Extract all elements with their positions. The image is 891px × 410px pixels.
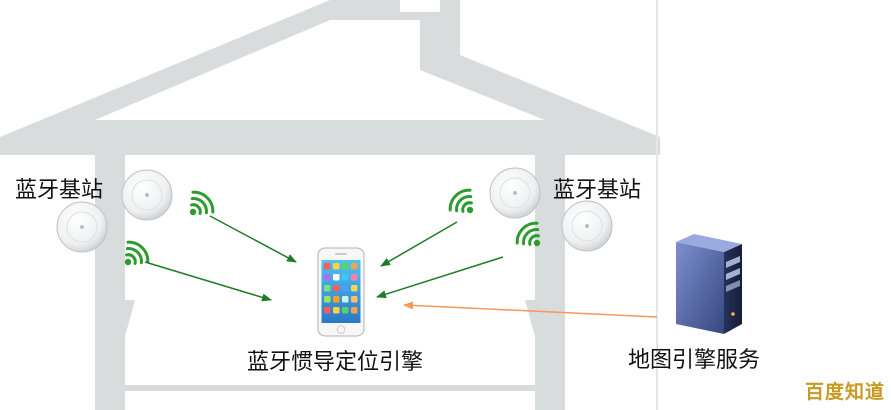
app-tile [342,263,349,270]
app-tile [351,307,358,314]
app-tile [342,274,349,281]
app-tile [342,285,349,292]
bluetooth-beacon-icon [56,201,108,253]
app-tile [351,263,358,270]
app-tile [342,296,349,303]
app-tile [351,296,358,303]
beacon-left-label: 蓝牙基站 [15,178,104,203]
signal-arrow [144,261,272,302]
house-inner [95,20,545,120]
smartphone-icon [317,247,365,337]
signal-arrow [209,215,297,263]
app-tile [333,263,340,270]
signal-arrow [376,256,504,299]
app-tile [351,274,358,281]
app-tile [333,274,340,281]
app-tile [324,263,331,270]
app-tile [324,285,331,292]
app-tile [324,274,331,281]
positioning-engine-label: 蓝牙惯导定位引擎 [247,350,424,375]
bluetooth-beacon-icon [489,167,541,219]
bluetooth-beacon-icon [121,169,173,221]
app-tile [333,307,340,314]
app-tile [342,307,349,314]
wifi-signal-icon [179,186,219,226]
app-tile [333,285,340,292]
app-tile [324,307,331,314]
wifi-signal-icon [444,184,484,224]
map-service-label: 地图引擎服务 [628,348,761,373]
service-arrow [403,301,658,318]
beacon-right-label: 蓝牙基站 [553,178,642,203]
app-tile [351,285,358,292]
app-tile [333,296,340,303]
server-icon [676,234,742,334]
app-tile [324,296,331,303]
bluetooth-beacon-icon [561,200,613,252]
watermark-logo: 百度知道 [804,381,885,403]
signal-arrow [380,221,458,267]
